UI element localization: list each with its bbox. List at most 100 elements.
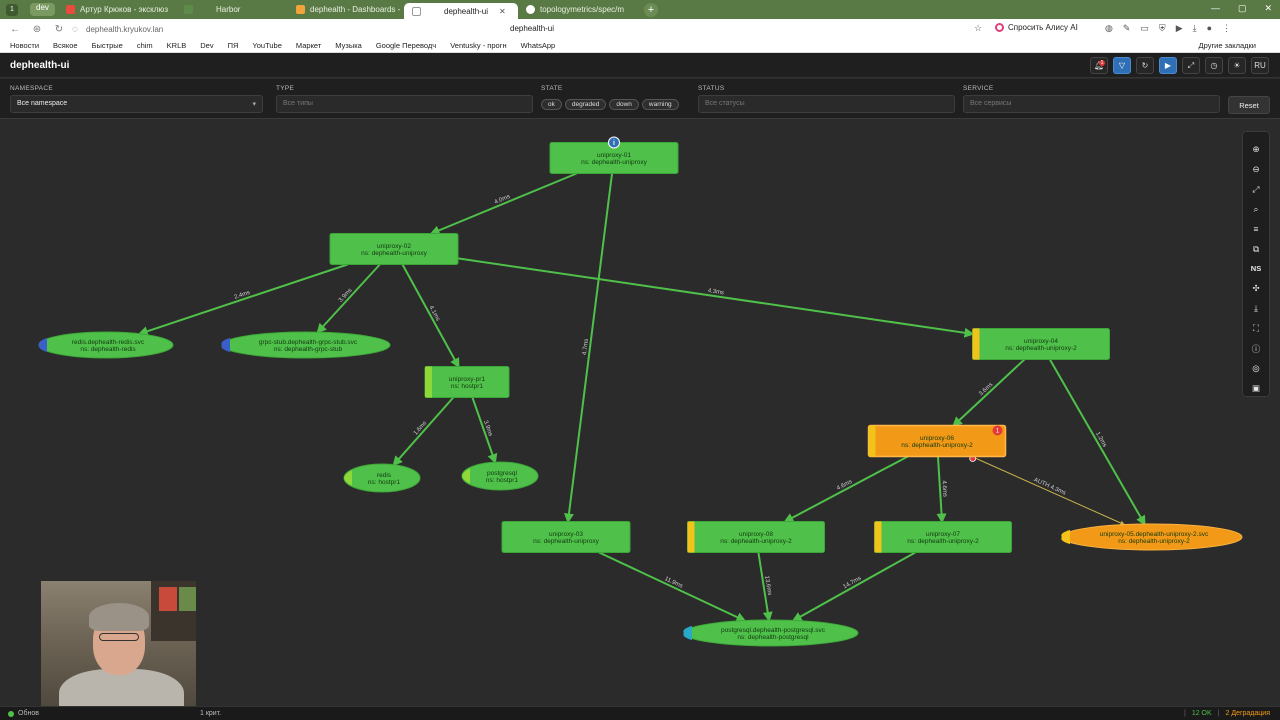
- info-icon[interactable]: [608, 136, 620, 149]
- graph-edge[interactable]: [936, 456, 947, 524]
- bookmark-item[interactable]: Ventusky - прогн: [450, 41, 507, 50]
- tab-dephealth-ui[interactable]: dephealth-ui ✕: [404, 3, 518, 19]
- minimize-icon[interactable]: —: [1210, 3, 1220, 13]
- bookmark-item[interactable]: chim: [136, 41, 153, 50]
- status-input[interactable]: Все статусы: [698, 95, 955, 113]
- refresh-button[interactable]: ↻: [1136, 57, 1154, 74]
- theme-button[interactable]: ☀: [1228, 57, 1246, 74]
- state-chip-ok[interactable]: ok: [541, 99, 562, 110]
- graph-edge[interactable]: [971, 456, 1126, 526]
- bookmark-item[interactable]: Быстрые: [91, 41, 123, 50]
- pen-icon[interactable]: ✎: [1122, 23, 1131, 33]
- fullscreen-icon[interactable]: ⛶: [1253, 323, 1259, 334]
- other-bookmarks[interactable]: Другие закладки: [1198, 41, 1256, 50]
- fit-icon[interactable]: ⤢: [1252, 183, 1260, 194]
- graph-edge[interactable]: [471, 397, 498, 465]
- state-chip-down[interactable]: down: [609, 99, 639, 110]
- service-input[interactable]: Все сервисы: [963, 95, 1220, 113]
- alerts-button[interactable]: 🔔︎ 1: [1090, 57, 1108, 74]
- tab-harbor[interactable]: Harbor: [176, 2, 288, 18]
- history-button[interactable]: ◷: [1205, 57, 1223, 74]
- autoplay-button[interactable]: ▶: [1159, 57, 1177, 74]
- close-window-icon[interactable]: ✕: [1264, 3, 1272, 13]
- tab-youtube[interactable]: Артур Крюков - эксклюз: [58, 2, 176, 18]
- tab-grafana[interactable]: dephealth - Dashboards -: [288, 2, 404, 18]
- bookmark-item[interactable]: Google Переводч: [375, 41, 437, 50]
- back-icon[interactable]: ←: [10, 23, 20, 35]
- bookmark-item[interactable]: YouTube: [252, 41, 282, 50]
- play-icon[interactable]: ▶: [1175, 23, 1183, 33]
- export-icon[interactable]: ⤓: [1254, 303, 1258, 314]
- cast-icon[interactable]: ▭: [1140, 23, 1149, 33]
- globe-icon[interactable]: ◍: [1105, 23, 1113, 33]
- bookmark-item[interactable]: WhatsApp: [520, 41, 556, 50]
- search-icon[interactable]: ⌕: [1253, 203, 1259, 214]
- bookmark-item[interactable]: ПЯ: [227, 41, 239, 50]
- collapse-icon[interactable]: ✣: [1252, 283, 1260, 294]
- fullscreen-button[interactable]: ⤢: [1182, 57, 1200, 74]
- shield-icon[interactable]: ⛨: [1158, 23, 1166, 33]
- node-alert-badge[interactable]: [992, 425, 1003, 436]
- graph-edge[interactable]: [783, 455, 909, 523]
- maximize-icon[interactable]: ▢: [1237, 3, 1247, 13]
- menu-icon[interactable]: ⋮: [1222, 23, 1232, 33]
- bookmark-item[interactable]: Музыка: [335, 41, 362, 50]
- bookmark-item[interactable]: Dev: [200, 41, 214, 50]
- bookmark-item[interactable]: KRLB: [166, 41, 187, 50]
- graph-edge[interactable]: [1049, 359, 1146, 526]
- url-text[interactable]: dephealth.kryukov.lan: [86, 24, 164, 34]
- info-icon[interactable]: ⓘ: [1251, 343, 1261, 354]
- tab-workspace[interactable]: dev: [22, 2, 58, 18]
- close-tab-icon[interactable]: ✕: [499, 6, 506, 16]
- graph-edge[interactable]: [392, 396, 455, 467]
- site-info-icon[interactable]: ◌: [72, 23, 78, 35]
- state-chip-degraded[interactable]: degraded: [564, 99, 607, 110]
- profile-icon[interactable]: ●: [1206, 23, 1213, 33]
- filter-button[interactable]: ▽: [1113, 57, 1131, 74]
- extensions-icon[interactable]: ⊛: [32, 23, 42, 35]
- graph-edge[interactable]: [952, 358, 1026, 427]
- tab-count-badge[interactable]: 1: [6, 3, 18, 16]
- graph-edge[interactable]: [137, 263, 348, 336]
- language-button[interactable]: RU: [1251, 57, 1269, 74]
- group-icon[interactable]: ⧉: [1252, 243, 1260, 254]
- bookmark-icon[interactable]: ☆: [974, 23, 983, 33]
- type-input[interactable]: Все типы: [276, 95, 533, 113]
- reset-button[interactable]: Reset: [1228, 96, 1270, 114]
- graph-edge[interactable]: [457, 257, 975, 338]
- graph-edge[interactable]: [401, 264, 460, 369]
- graph-edge[interactable]: [429, 172, 577, 236]
- graph-edge[interactable]: [598, 551, 747, 622]
- tab-github[interactable]: topologymetrics/spec/m: [518, 2, 638, 18]
- image-icon[interactable]: ▣: [1251, 383, 1261, 394]
- new-tab-button[interactable]: +: [644, 2, 658, 17]
- palette-icon[interactable]: ◎: [1252, 363, 1260, 374]
- bookmark-item[interactable]: Всякое: [53, 41, 78, 50]
- ask-alice-button[interactable]: Спросить Алису AI: [995, 23, 1078, 32]
- download-icon[interactable]: ⤓: [1192, 23, 1197, 33]
- bookmark-item[interactable]: Новости: [10, 41, 40, 50]
- graph-edge[interactable]: [564, 173, 614, 524]
- zoom-in-icon[interactable]: ⊕: [1252, 143, 1260, 154]
- graph-edge[interactable]: [316, 263, 381, 334]
- namespace-icon[interactable]: NS: [1250, 264, 1262, 274]
- reload-icon[interactable]: ↻: [54, 23, 64, 35]
- graph-edge[interactable]: [757, 552, 773, 622]
- bookmark-item[interactable]: Маркет: [295, 41, 322, 50]
- graph-node-uniproxy-05-svc[interactable]: uniproxy-05.dephealth-uniproxy-2.svcns: …: [1061, 523, 1243, 551]
- zoom-out-icon[interactable]: ⊖: [1252, 163, 1260, 174]
- layout-icon[interactable]: ≡: [1253, 224, 1259, 235]
- namespace-select[interactable]: Все namespace ▾: [10, 95, 263, 113]
- state-chip-warning[interactable]: warning: [641, 99, 679, 110]
